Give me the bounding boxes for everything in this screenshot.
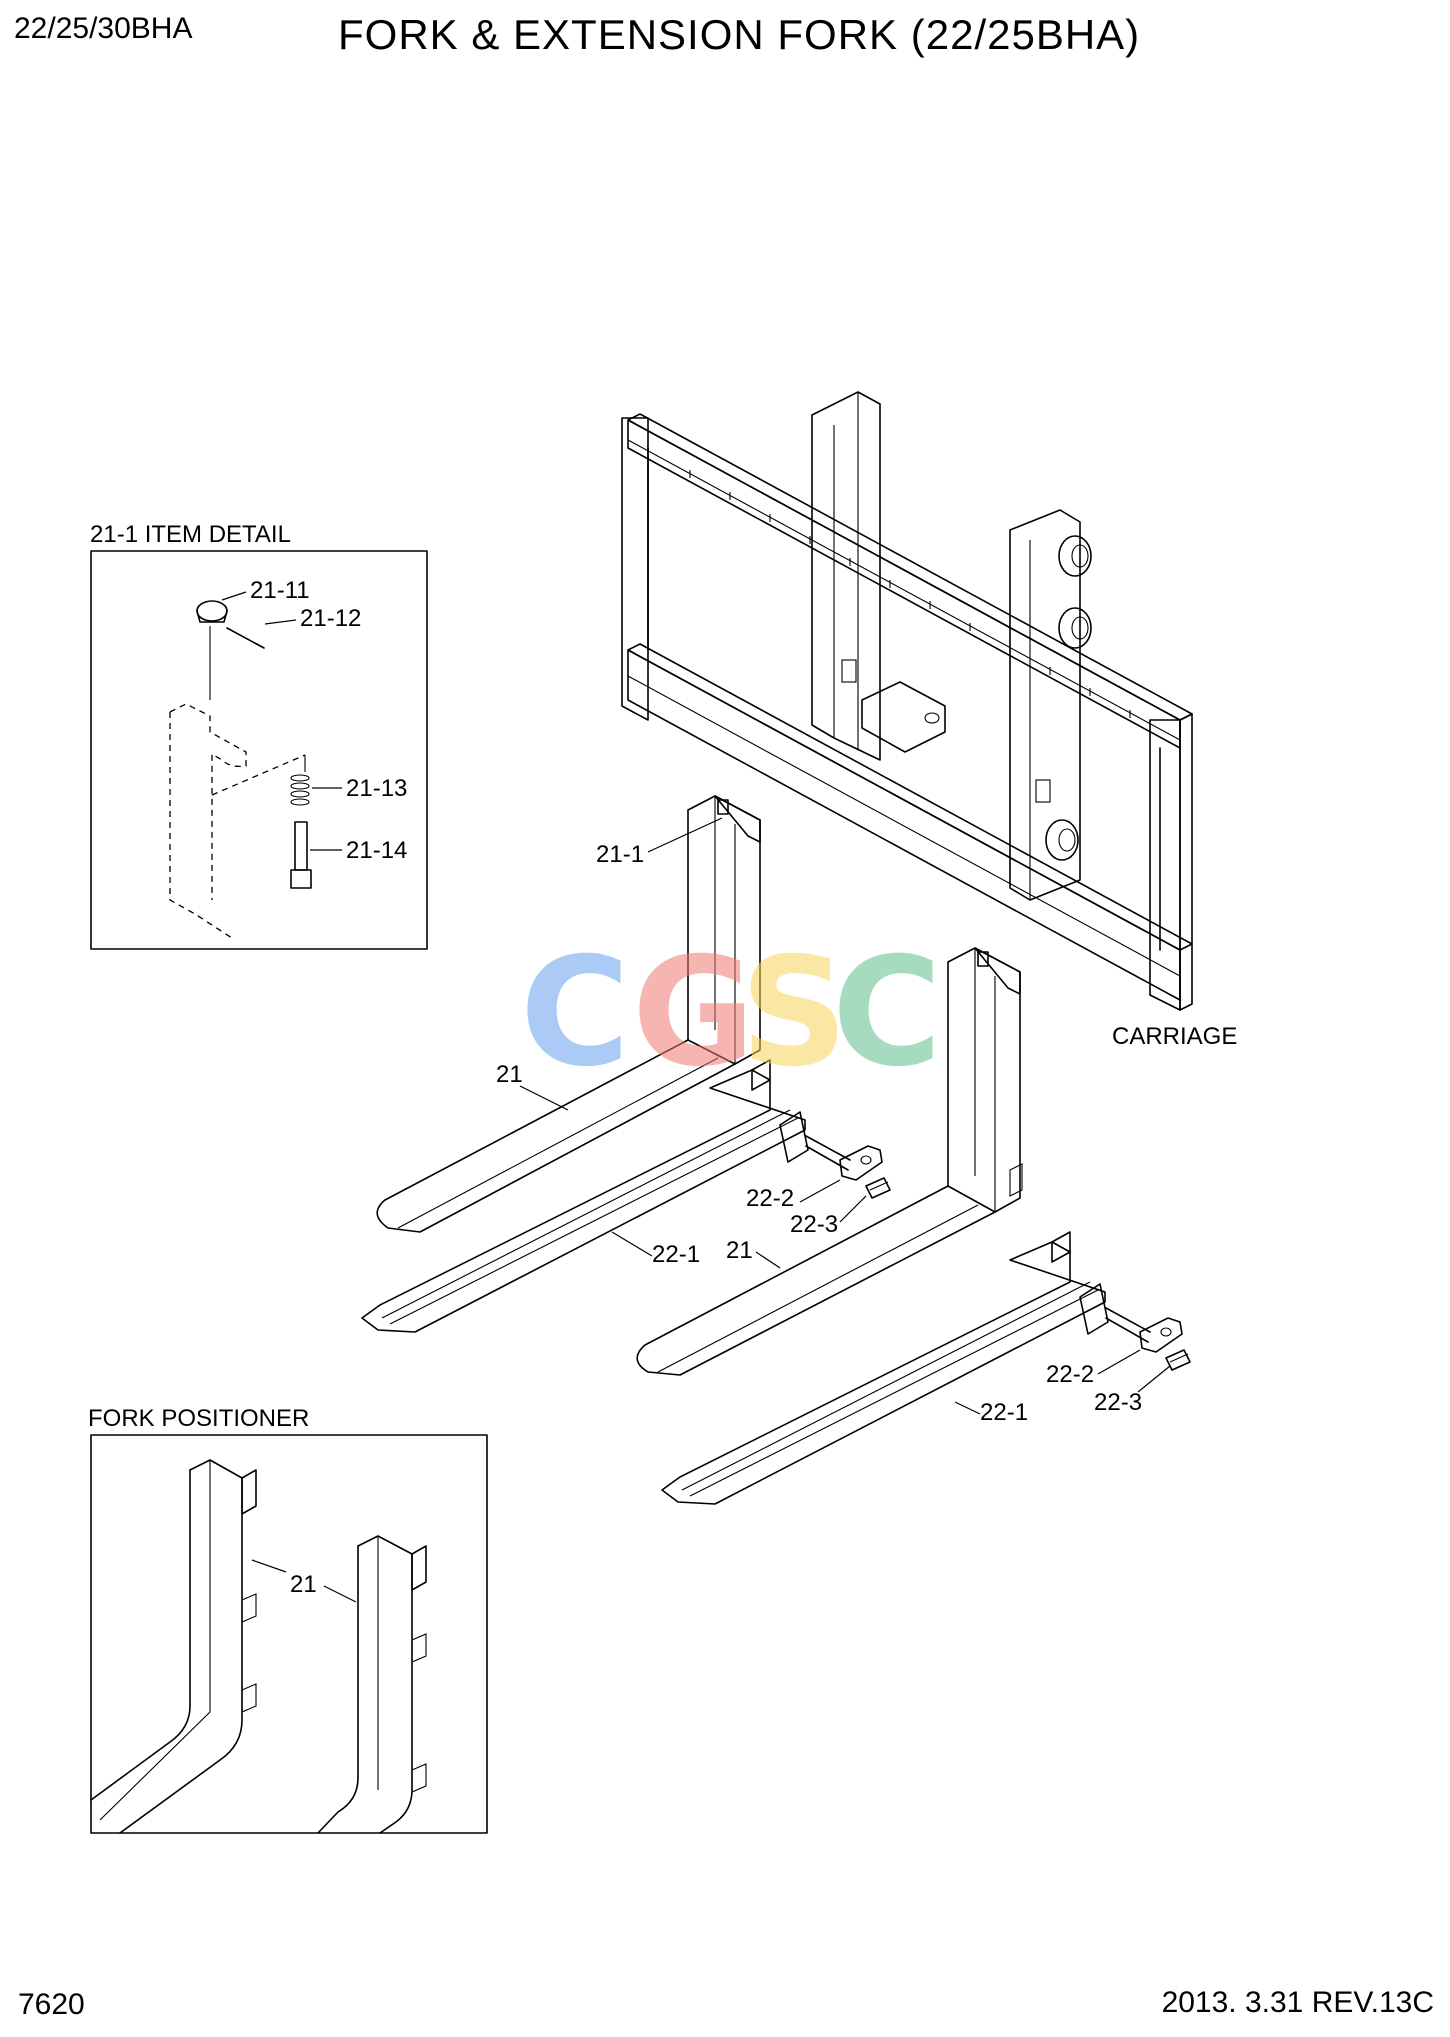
model-code: 22/25/30BHA: [14, 12, 193, 45]
watermark-letter-s: S: [740, 926, 848, 1100]
page-number: 7620: [18, 1988, 85, 2021]
callout-positioner-21: 21: [290, 1571, 317, 1598]
callout-fork-right: 21: [726, 1237, 753, 1264]
carriage-drawing: [621, 391, 1193, 1011]
revision-date: 2013. 3.31 REV.13C: [1161, 1986, 1434, 2019]
callout-bolt-left: 22-3: [790, 1211, 838, 1238]
item-detail-title: 21-1 ITEM DETAIL: [90, 521, 291, 548]
callout-21-13: 21-13: [346, 775, 407, 802]
fork-right-drawing: [636, 947, 1023, 1376]
watermark-letter-c1: C: [520, 926, 630, 1100]
carriage-label: CARRIAGE: [1112, 1023, 1237, 1050]
callout-21-11: 21-11: [250, 577, 310, 604]
fork-positioner-box: FORK POSITIONER 21: [88, 1405, 488, 1834]
fork-positioner-title: FORK POSITIONER: [88, 1405, 309, 1432]
callout-ext-right: 22-1: [980, 1399, 1028, 1426]
watermark-letter-c2: C: [832, 926, 942, 1100]
callout-fork-left: 21: [496, 1061, 523, 1088]
item-detail-box: 21-1 ITEM DETAIL 21-11 21-12 21-13 21-14: [90, 521, 428, 950]
cgsc-watermark: C G S C: [520, 926, 942, 1100]
callout-plate-left: 22-2: [746, 1185, 794, 1212]
callout-21-12: 21-12: [300, 605, 361, 632]
callout-ext-left: 22-1: [652, 1241, 700, 1268]
ext-fork-right-drawing: [661, 1231, 1191, 1505]
callout-21-14: 21-14: [346, 837, 407, 864]
watermark-letter-g: G: [632, 926, 755, 1100]
callout-fork-pin: 21-1: [596, 841, 644, 868]
main-callouts: 21-1 21 22-1 22-2 22-3 21 22-1 22-2 22-3…: [496, 817, 1237, 1426]
ext-fork-left-drawing: [361, 1059, 891, 1333]
callout-bolt-right: 22-3: [1094, 1389, 1142, 1416]
page-title: FORK & EXTENSION FORK (22/25BHA): [338, 11, 1141, 58]
callout-plate-right: 22-2: [1046, 1361, 1094, 1388]
fork-left-drawing: [376, 795, 761, 1233]
